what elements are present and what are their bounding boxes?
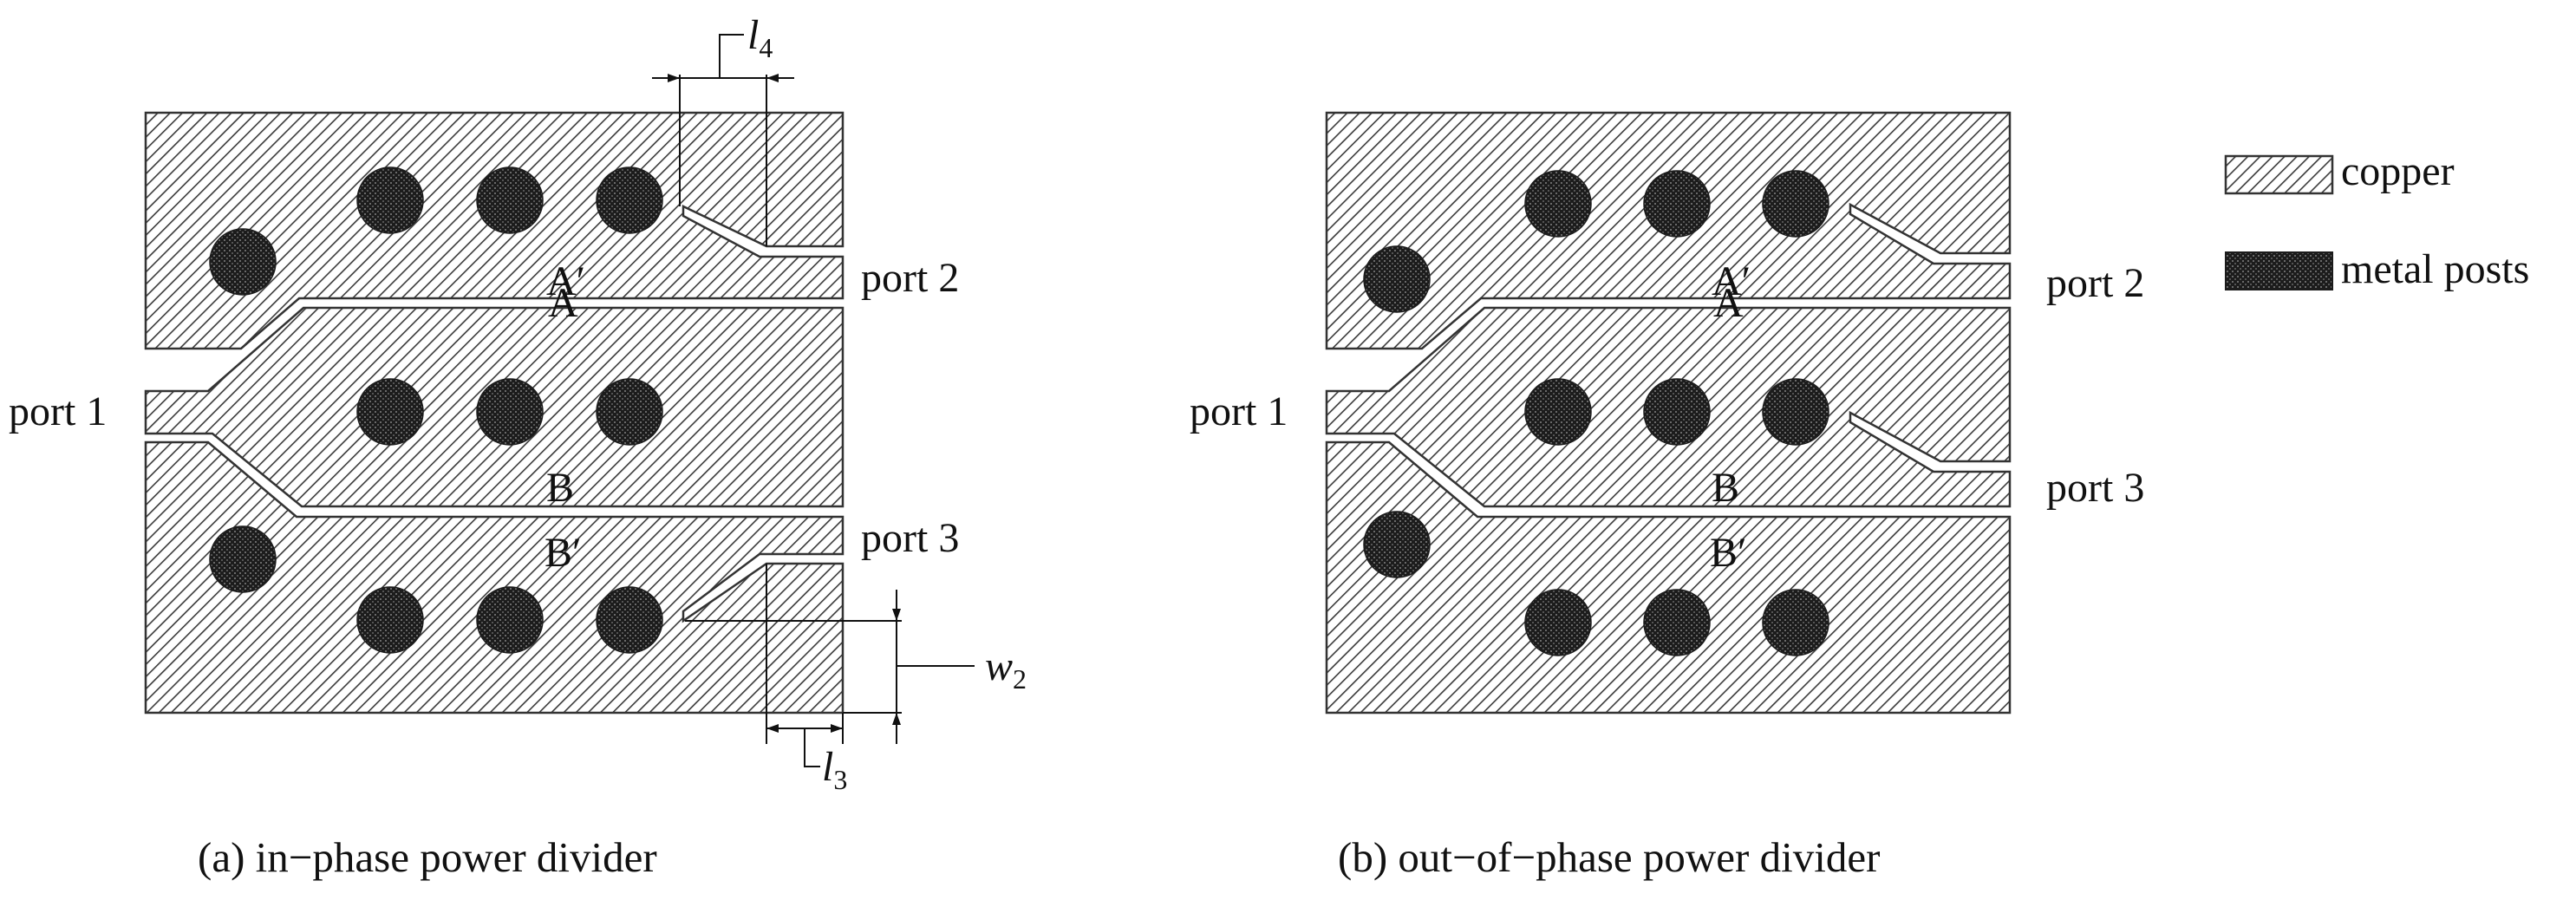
metal-post xyxy=(356,586,424,654)
metal-post xyxy=(356,166,424,234)
panel-a-region-b-prime: B′ xyxy=(545,530,582,576)
metal-post xyxy=(209,525,277,593)
panel-a-caption: (a) in−phase power divider xyxy=(198,833,657,881)
panel-b-port1-label: port 1 xyxy=(1190,388,1288,434)
panel-b-copper-bottom xyxy=(1325,440,2012,715)
panel-a-in-phase-divider: port 1 port 2 port 3 A′ A B B′ xyxy=(9,12,1027,881)
metal-post xyxy=(596,586,663,654)
panel-a-dim-l4: l4 xyxy=(747,12,773,63)
panel-b-region-b-prime: B′ xyxy=(1710,530,1747,576)
metal-post xyxy=(476,586,544,654)
panel-a-metal-posts xyxy=(209,166,663,654)
metal-post xyxy=(356,378,424,446)
metal-post xyxy=(1762,378,1829,446)
panel-a-region-a-prime: A′ xyxy=(546,258,585,304)
panel-b-caption: (b) out−of−phase power divider xyxy=(1338,833,1880,881)
panel-b-region-b: B xyxy=(1712,465,1739,511)
metal-post xyxy=(1524,589,1592,656)
panel-a-dim-w2: w2 xyxy=(985,643,1027,695)
dense-crosshatch-icon xyxy=(2225,251,2333,290)
metal-post xyxy=(1762,170,1829,238)
metal-post xyxy=(1524,378,1592,446)
metal-post xyxy=(1643,170,1711,238)
metal-post xyxy=(1643,589,1711,656)
panel-b-port3-label: port 3 xyxy=(2046,465,2144,511)
panel-b-metal-posts xyxy=(1363,170,1829,656)
panel-b-port2-label: port 2 xyxy=(2046,260,2144,306)
legend: copper metal posts xyxy=(2224,148,2529,292)
metal-post xyxy=(476,166,544,234)
panel-b-out-of-phase-divider: port 1 port 2 port 3 A′ A B B′ (b) out−o… xyxy=(1190,111,2144,881)
panel-a-dimension-lines xyxy=(652,34,975,767)
metal-post xyxy=(1524,170,1592,238)
hatch-pattern-icon xyxy=(2224,154,2334,195)
legend-copper-label: copper xyxy=(2341,148,2455,194)
panel-a-region-a: A xyxy=(548,280,578,326)
panel-a-dim-l3: l3 xyxy=(822,744,847,795)
panel-a-region-b: B xyxy=(546,465,574,511)
legend-posts-label: metal posts xyxy=(2341,246,2529,292)
metal-post xyxy=(209,228,277,296)
metal-post xyxy=(1363,245,1431,313)
metal-post xyxy=(1363,511,1431,578)
panel-b-region-a-prime: A′ xyxy=(1712,258,1751,304)
panel-a-copper-top xyxy=(144,111,845,350)
metal-post xyxy=(596,378,663,446)
panel-a-port3-label: port 3 xyxy=(861,515,959,561)
panel-a-port1-label: port 1 xyxy=(9,388,107,434)
metal-post xyxy=(1643,378,1711,446)
panel-b-region-a: A xyxy=(1713,280,1744,326)
metal-post xyxy=(596,166,663,234)
panel-a-copper-layer xyxy=(144,111,845,715)
panel-a-port2-label: port 2 xyxy=(861,255,959,301)
metal-post xyxy=(1762,589,1829,656)
metal-post xyxy=(476,378,544,446)
